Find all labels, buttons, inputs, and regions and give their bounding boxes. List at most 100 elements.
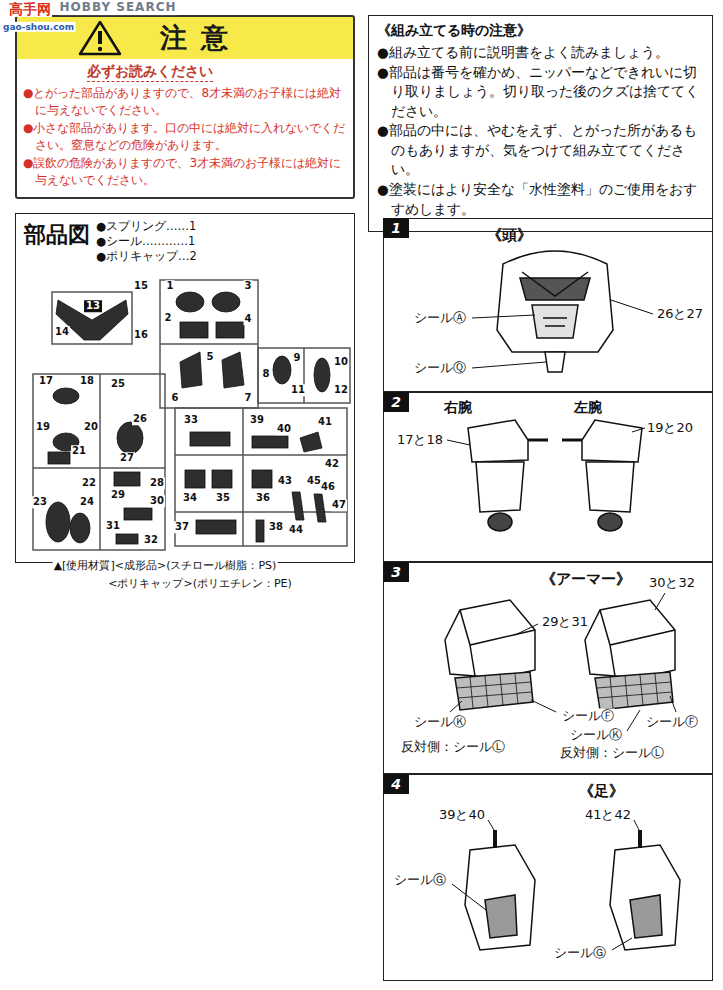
part-number: 26 — [132, 413, 148, 425]
notes-item: ●部品は番号を確かめ、ニッパーなどできれいに切り取りましょう。切り取った後のクズ… — [377, 63, 704, 122]
arm-drawing — [468, 420, 642, 531]
watermark: 高手网 — [8, 1, 52, 17]
part-number: 38 — [268, 521, 284, 533]
parts-count: ●スプリング……1 — [96, 219, 196, 234]
part-number: 19 — [35, 421, 51, 433]
part-number: 17 — [38, 375, 54, 387]
part-number: 24 — [79, 496, 95, 508]
part-number: 10 — [333, 356, 349, 368]
part-number: 5 — [206, 351, 215, 363]
part-number: 8 — [262, 368, 271, 380]
callout-label: シールⒻ — [645, 715, 699, 730]
part-number: 37 — [174, 521, 190, 533]
part-number: 40 — [276, 423, 292, 435]
callout-label: シールⓀ — [569, 728, 623, 743]
part-number: 2 — [164, 312, 173, 324]
part-number: 9 — [293, 352, 302, 364]
part-number: 35 — [215, 492, 231, 504]
caution-box: 注 意必ずお読みください●とがった部品がありますので、8才未満のお子様には絶対に… — [15, 15, 355, 199]
part-number: 46 — [320, 481, 336, 493]
callout-label: 26と27 — [656, 307, 704, 322]
callout-label: シールⒶ — [413, 311, 467, 326]
notes-box: 《組み立てる時の注意》 ●組み立てる前に説明書をよく読みましょう。●部品は番号を確… — [368, 15, 713, 232]
arm-heading: 右腕 — [444, 399, 472, 417]
part-number: 21 — [71, 445, 87, 457]
part-number: 41 — [317, 416, 333, 428]
part-number: 25 — [110, 378, 126, 390]
part-number: 32 — [143, 534, 159, 546]
part-number: 23 — [32, 496, 48, 508]
part-number: 22 — [81, 477, 97, 489]
callout-label: シールⒻ — [561, 709, 615, 724]
parts-count: ●シール…………1 — [96, 234, 195, 249]
caution-note: ●小さな部品があります。口の中には絶対に入れないでください。窒息などの危険があり… — [17, 120, 353, 154]
callout-label: 41と42 — [584, 808, 632, 823]
step-box: 2 右腕 左腕 — [383, 392, 713, 562]
leader-line — [472, 300, 653, 368]
part-number: 7 — [244, 392, 253, 404]
caution-subtitle: 必ずお読みください — [87, 63, 213, 82]
callout-label: シールⓆ — [413, 361, 467, 376]
callout-label: シールⒼ — [393, 873, 447, 888]
part-number: 6 — [171, 392, 180, 404]
step-title: 《足》 — [384, 782, 712, 801]
step-number: 1 — [383, 218, 409, 238]
part-number: 20 — [83, 421, 99, 433]
notes-item: ●組み立てる前に説明書をよく読みましょう。 — [377, 43, 704, 63]
material-note: ▲[使用材質]<成形品>(スチロール樹脂：PS) — [53, 560, 278, 573]
leader-line — [447, 428, 645, 445]
callout-label: 19と20 — [646, 421, 694, 436]
part-number: 28 — [149, 477, 165, 489]
notes-title: 《組み立てる時の注意》 — [377, 22, 704, 40]
part-number: 47 — [331, 499, 347, 511]
part-number: 42 — [324, 458, 340, 470]
step-number: 2 — [383, 392, 409, 412]
part-number: 15 — [133, 280, 149, 292]
step-title: 《頭》 — [384, 226, 712, 245]
sprue-drawing — [33, 280, 350, 550]
part-number: 31 — [105, 520, 121, 532]
part-number: 39 — [249, 414, 265, 426]
callout-label: 39と40 — [438, 808, 486, 823]
part-number: 11 — [290, 384, 306, 396]
armor-drawing — [445, 600, 675, 710]
part-number: 4 — [244, 313, 253, 325]
caution-note: ●とがった部品がありますので、8才未満のお子様には絶対に与えないでください。 — [17, 85, 353, 119]
foot-drawing — [465, 830, 680, 950]
arm-heading: 左腕 — [574, 399, 602, 417]
warning-icon — [80, 22, 120, 54]
step-number: 3 — [383, 562, 409, 582]
part-number: 30 — [149, 495, 165, 507]
part-number: 34 — [182, 492, 198, 504]
part-number: 3 — [244, 280, 253, 292]
part-number: 33 — [183, 414, 199, 426]
watermark: HOBBY SEARCH — [59, 1, 178, 15]
part-number: 44 — [288, 524, 304, 536]
part-number: 12 — [333, 384, 349, 396]
part-number: 43 — [277, 475, 293, 487]
step-number: 4 — [383, 774, 409, 794]
part-number: 1 — [166, 280, 175, 292]
sprue-parts — [46, 292, 330, 544]
leader-line — [452, 820, 639, 950]
parts-heading: 部品図 — [24, 220, 90, 250]
parts-count: ●ポリキャップ…2 — [96, 249, 197, 264]
part-number: 27 — [119, 452, 135, 464]
callout-label: 反対側：シールⓁ — [559, 746, 665, 761]
notes-item: ●塗装にはより安全な「水性塗料」のご使用をおすすめします。 — [377, 180, 704, 219]
head-drawing — [497, 251, 613, 372]
part-number: 18 — [79, 375, 95, 387]
leader-line — [450, 593, 676, 731]
material-note: <ポリキャップ>(ポリエチレン：PE) — [107, 578, 293, 591]
part-number: 36 — [255, 492, 271, 504]
notes-item: ●部品の中には、やむをえず、とがった所があるものもありますが、気をつけて組み立て… — [377, 121, 704, 180]
part-number: 16 — [133, 329, 149, 341]
callout-label: シールⓀ — [413, 715, 467, 730]
caution-note: ●誤飲の危険がありますので、3才未満のお子様には絶対に与えないでください。 — [17, 155, 353, 189]
watermark: gao-shou.com — [2, 22, 75, 32]
callout-label: 反対側：シールⓁ — [400, 740, 506, 755]
callout-label: 17と18 — [396, 433, 444, 448]
callout-label: シールⒼ — [553, 946, 607, 961]
part-number: 29 — [110, 489, 126, 501]
